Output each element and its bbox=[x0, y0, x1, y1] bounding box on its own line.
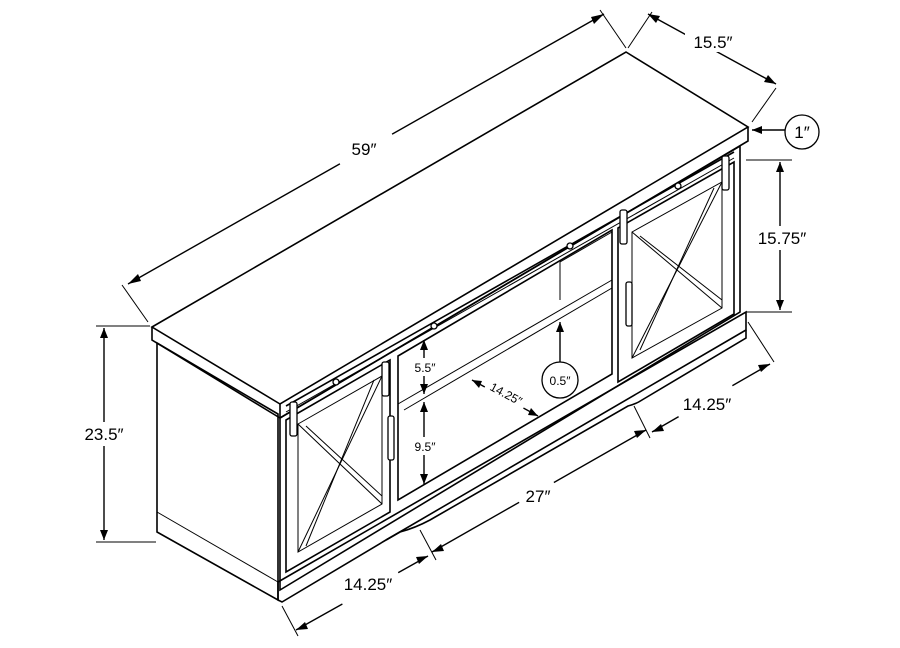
label-shelf-thickness: 0.5″ bbox=[550, 374, 572, 388]
cabinet-plinth bbox=[277, 310, 747, 603]
dim-top-thickness: 1″ bbox=[752, 114, 820, 150]
label-shelf-depth: 14.25″ bbox=[488, 380, 526, 409]
barn-door-rail bbox=[285, 151, 735, 437]
right-door bbox=[617, 160, 735, 384]
dim-shelf-lower: 9.5″ bbox=[408, 402, 442, 484]
dim-width-59: 59″ bbox=[121, 9, 627, 323]
label-left-width: 14.25″ bbox=[344, 575, 393, 594]
callout-circle-shelf bbox=[541, 361, 579, 399]
plinth-cutout bbox=[385, 330, 747, 541]
dim-left-width: 14.25″ bbox=[281, 555, 429, 637]
center-shelf-back bbox=[403, 287, 613, 411]
dim-total-height: 23.5″ bbox=[78, 325, 156, 543]
cabinet-left-side bbox=[156, 341, 279, 602]
label-width: 59″ bbox=[352, 140, 377, 159]
center-shelf-front bbox=[397, 279, 613, 405]
cabinet bbox=[150, 51, 750, 603]
label-top-thickness: 1″ bbox=[794, 123, 809, 142]
cabinet-top bbox=[150, 51, 750, 405]
callout-circle-top bbox=[784, 114, 820, 150]
left-door bbox=[285, 358, 395, 574]
dim-shelf-thickness: 0.5″ bbox=[541, 322, 579, 399]
dim-right-width: 14.25″ bbox=[651, 321, 775, 433]
label-total-height: 23.5″ bbox=[84, 425, 123, 444]
label-shelf-upper: 5.5″ bbox=[415, 361, 437, 375]
cabinet-front bbox=[279, 144, 741, 592]
left-base-line bbox=[156, 511, 279, 583]
dim-shelf-upper: 5.5″ bbox=[408, 340, 442, 394]
label-right-width: 14.25″ bbox=[683, 395, 732, 414]
back-panel-top bbox=[559, 231, 613, 263]
label-center-width: 27″ bbox=[526, 487, 551, 506]
label-shelf-lower: 9.5″ bbox=[415, 440, 437, 454]
dim-shelf-depth: 14.25″ bbox=[471, 376, 539, 417]
label-door-height: 15.75″ bbox=[758, 229, 807, 248]
dim-center-width: 27″ bbox=[419, 405, 651, 561]
label-depth: 15.5″ bbox=[693, 33, 732, 52]
left-door-handle[interactable] bbox=[387, 415, 395, 461]
right-door-handle[interactable] bbox=[625, 281, 633, 327]
dim-depth-15-5: 15.5″ bbox=[627, 11, 777, 123]
center-opening bbox=[397, 228, 613, 502]
dim-door-height: 15.75″ bbox=[746, 159, 814, 313]
